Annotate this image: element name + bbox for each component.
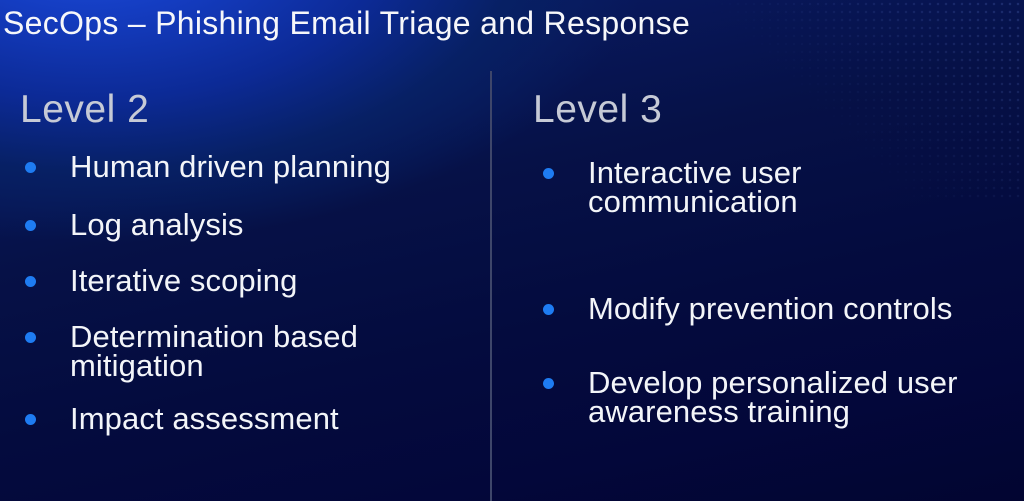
bullet-icon (25, 414, 36, 425)
list-item-text: Interactive user communication (588, 155, 802, 219)
list-item-text: Modify prevention controls (588, 291, 953, 326)
list-item-text: Impact assessment (70, 401, 339, 436)
list-item: Iterative scoping (20, 263, 298, 298)
list-item-text: Log analysis (70, 207, 244, 242)
bullet-icon (543, 304, 554, 315)
list-item: Develop personalized user awareness trai… (543, 365, 1020, 429)
bullet-icon (543, 168, 554, 179)
list-item-text: Determination based mitigation (70, 319, 358, 383)
bullet-icon (25, 276, 36, 287)
level-3-heading: Level 3 (533, 88, 663, 131)
bullet-icon (25, 162, 36, 173)
list-item: Modify prevention controls (543, 291, 953, 326)
level-2-heading: Level 2 (20, 88, 150, 131)
slide-title: SecOps – Phishing Email Triage and Respo… (3, 5, 691, 41)
bullet-icon (543, 378, 554, 389)
list-item: Impact assessment (20, 401, 339, 436)
list-item: Interactive user communication (543, 155, 1020, 219)
bullet-icon (25, 220, 36, 231)
list-item: Log analysis (20, 207, 244, 242)
bullet-icon (25, 332, 36, 343)
list-item-text: Develop personalized user awareness trai… (588, 365, 958, 429)
list-item-text: Iterative scoping (70, 263, 298, 298)
list-item: Determination based mitigation (20, 319, 438, 383)
list-item-text: Human driven planning (70, 149, 391, 184)
list-item: Human driven planning (20, 149, 391, 184)
column-divider (490, 71, 492, 501)
